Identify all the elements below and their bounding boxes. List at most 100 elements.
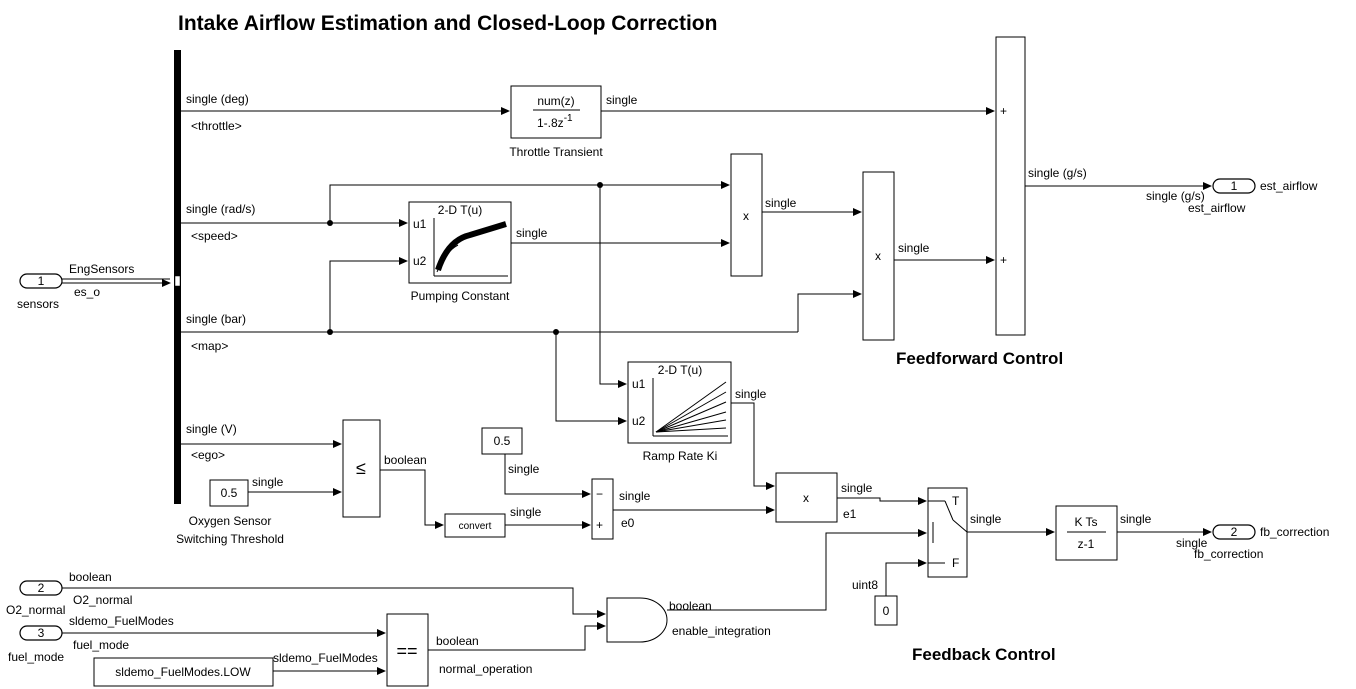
signal-uint8: uint8 (852, 578, 878, 592)
svg-text:num(z): num(z) (537, 94, 574, 108)
svg-text:F: F (952, 556, 959, 570)
signal-product1-out: single (765, 196, 797, 210)
svg-text:−: − (596, 487, 603, 501)
svg-text:T: T (952, 494, 960, 508)
outport-est-airflow-label: est_airflow (1260, 179, 1318, 193)
svg-text:0: 0 (883, 604, 890, 618)
signal-threshold-out: single (252, 475, 284, 489)
signal-and-boolean: boolean (669, 599, 712, 613)
signal-ego-type: single (V) (186, 422, 237, 436)
sum-feedforward-block[interactable]: + + (995, 36, 1026, 336)
signal-engsensors: EngSensors (69, 262, 134, 276)
pumping-constant-block[interactable]: 2-D T(u) u1 u2 (408, 201, 512, 284)
svg-text:2-D T(u): 2-D T(u) (658, 363, 702, 377)
signal-e1: e1 (843, 507, 857, 521)
ramp-rate-block[interactable]: 2-D T(u) u1 u2 (627, 361, 732, 444)
inport-sensors[interactable]: 1 sensors (17, 273, 63, 311)
signal-fb-correction-type: single (1176, 536, 1208, 550)
svg-text:K Ts: K Ts (1074, 515, 1097, 529)
signal-fb-correction-name: fb_correction (1194, 547, 1263, 561)
signal-switch-out: single (970, 512, 1002, 526)
signal-equal-out: boolean (436, 634, 479, 648)
signal-map-type: single (bar) (186, 312, 246, 326)
convert-block[interactable]: convert (444, 513, 506, 538)
svg-text:u1: u1 (413, 217, 427, 231)
sum-error-block[interactable]: − + (591, 478, 614, 540)
signal-est-airflow-type: single (g/s) (1146, 189, 1205, 203)
svg-text:u2: u2 (632, 414, 646, 428)
outport-est-airflow[interactable]: 1 est_airflow (1212, 178, 1318, 194)
inport-sensors-label: sensors (17, 297, 59, 311)
svg-text:u2: u2 (413, 254, 427, 268)
outport-fb-correction-label: fb_correction (1260, 525, 1329, 539)
compare-block[interactable]: ≤ (342, 419, 381, 518)
svg-text:==: == (396, 641, 417, 661)
throttle-transient-label: Throttle Transient (509, 145, 603, 159)
inport-fuel-mode-label: fuel_mode (8, 650, 64, 664)
signal-speed: <speed> (191, 229, 238, 243)
signal-ego: <ego> (191, 448, 225, 462)
diagram-title: Intake Airflow Estimation and Closed-Loo… (178, 12, 717, 35)
bus-selector[interactable] (174, 50, 181, 504)
product-block-1[interactable]: x (730, 153, 763, 277)
inport-o2-normal-label: O2_normal (6, 603, 65, 617)
svg-text:1: 1 (38, 274, 45, 288)
svg-text:sldemo_FuelModes.LOW: sldemo_FuelModes.LOW (115, 665, 251, 679)
svg-text:+: + (1000, 253, 1007, 267)
svg-text:x: x (875, 249, 881, 263)
svg-text:+: + (1000, 104, 1007, 118)
pumping-constant-label: Pumping Constant (411, 289, 510, 303)
svg-text:x: x (803, 491, 809, 505)
inport-o2-normal[interactable]: 2 O2_normal (6, 580, 65, 617)
ramp-rate-label: Ramp Rate Ki (643, 449, 718, 463)
signal-product2-out: single (898, 241, 930, 255)
signal-const-half-out: single (508, 462, 540, 476)
signal-fuel-mode: fuel_mode (73, 638, 129, 652)
svg-text:2: 2 (1231, 525, 1238, 539)
signal-convert-out: single (510, 505, 542, 519)
svg-text:3: 3 (38, 626, 45, 640)
discrete-integrator-block[interactable]: K Ts z-1 (1055, 505, 1118, 561)
signal-product3-out: single (841, 481, 873, 495)
constant-half-block[interactable]: 0.5 (481, 427, 523, 455)
enum-constant-block[interactable]: sldemo_FuelModes.LOW (93, 657, 274, 687)
signal-es-o: es_o (74, 285, 100, 299)
svg-text:u1: u1 (632, 377, 646, 391)
threshold-label-1: Oxygen Sensor (189, 514, 272, 528)
svg-text:2-D T(u): 2-D T(u) (438, 203, 482, 217)
signal-e0: e0 (621, 516, 635, 530)
signal-enable-integration: enable_integration (672, 624, 771, 638)
signal-normal-operation: normal_operation (439, 662, 532, 676)
signal-map: <map> (191, 339, 228, 353)
outport-fb-correction[interactable]: 2 fb_correction (1212, 524, 1329, 540)
svg-text:1-.8z-1: 1-.8z-1 (537, 113, 573, 130)
signal-compare-out: boolean (384, 453, 427, 467)
constant-zero-block[interactable]: 0 (874, 595, 898, 626)
signal-sum-out: single (g/s) (1028, 166, 1087, 180)
inport-fuel-mode[interactable]: 3 fuel_mode (8, 625, 64, 664)
signal-fuel-modes-type: sldemo_FuelModes (69, 614, 174, 628)
feedforward-section-label: Feedforward Control (896, 349, 1063, 368)
switch-block[interactable]: T F (927, 487, 968, 578)
signal-lines (62, 107, 1212, 675)
equal-block[interactable]: == (386, 613, 429, 687)
signal-integrator-out: single (1120, 512, 1152, 526)
product-block-2[interactable]: x (862, 171, 895, 341)
threshold-label-2: Switching Threshold (176, 532, 284, 546)
signal-o2-boolean: boolean (69, 570, 112, 584)
signal-sum-err-out: single (619, 489, 651, 503)
and-gate-block[interactable] (606, 597, 668, 643)
svg-text:0.5: 0.5 (221, 486, 238, 500)
svg-text:convert: convert (459, 521, 492, 532)
product-block-3[interactable]: x (775, 472, 838, 523)
svg-text:1: 1 (1231, 179, 1238, 193)
feedback-section-label: Feedback Control (912, 645, 1056, 664)
signal-ramp-out: single (735, 387, 767, 401)
throttle-transient-block[interactable]: num(z) 1-.8z-1 (510, 85, 602, 139)
signal-throttle: <throttle> (191, 119, 242, 133)
signal-pumping-out: single (516, 226, 548, 240)
svg-text:≤: ≤ (356, 458, 366, 478)
threshold-constant-block[interactable]: 0.5 (209, 479, 249, 507)
signal-speed-type: single (rad/s) (186, 202, 255, 216)
